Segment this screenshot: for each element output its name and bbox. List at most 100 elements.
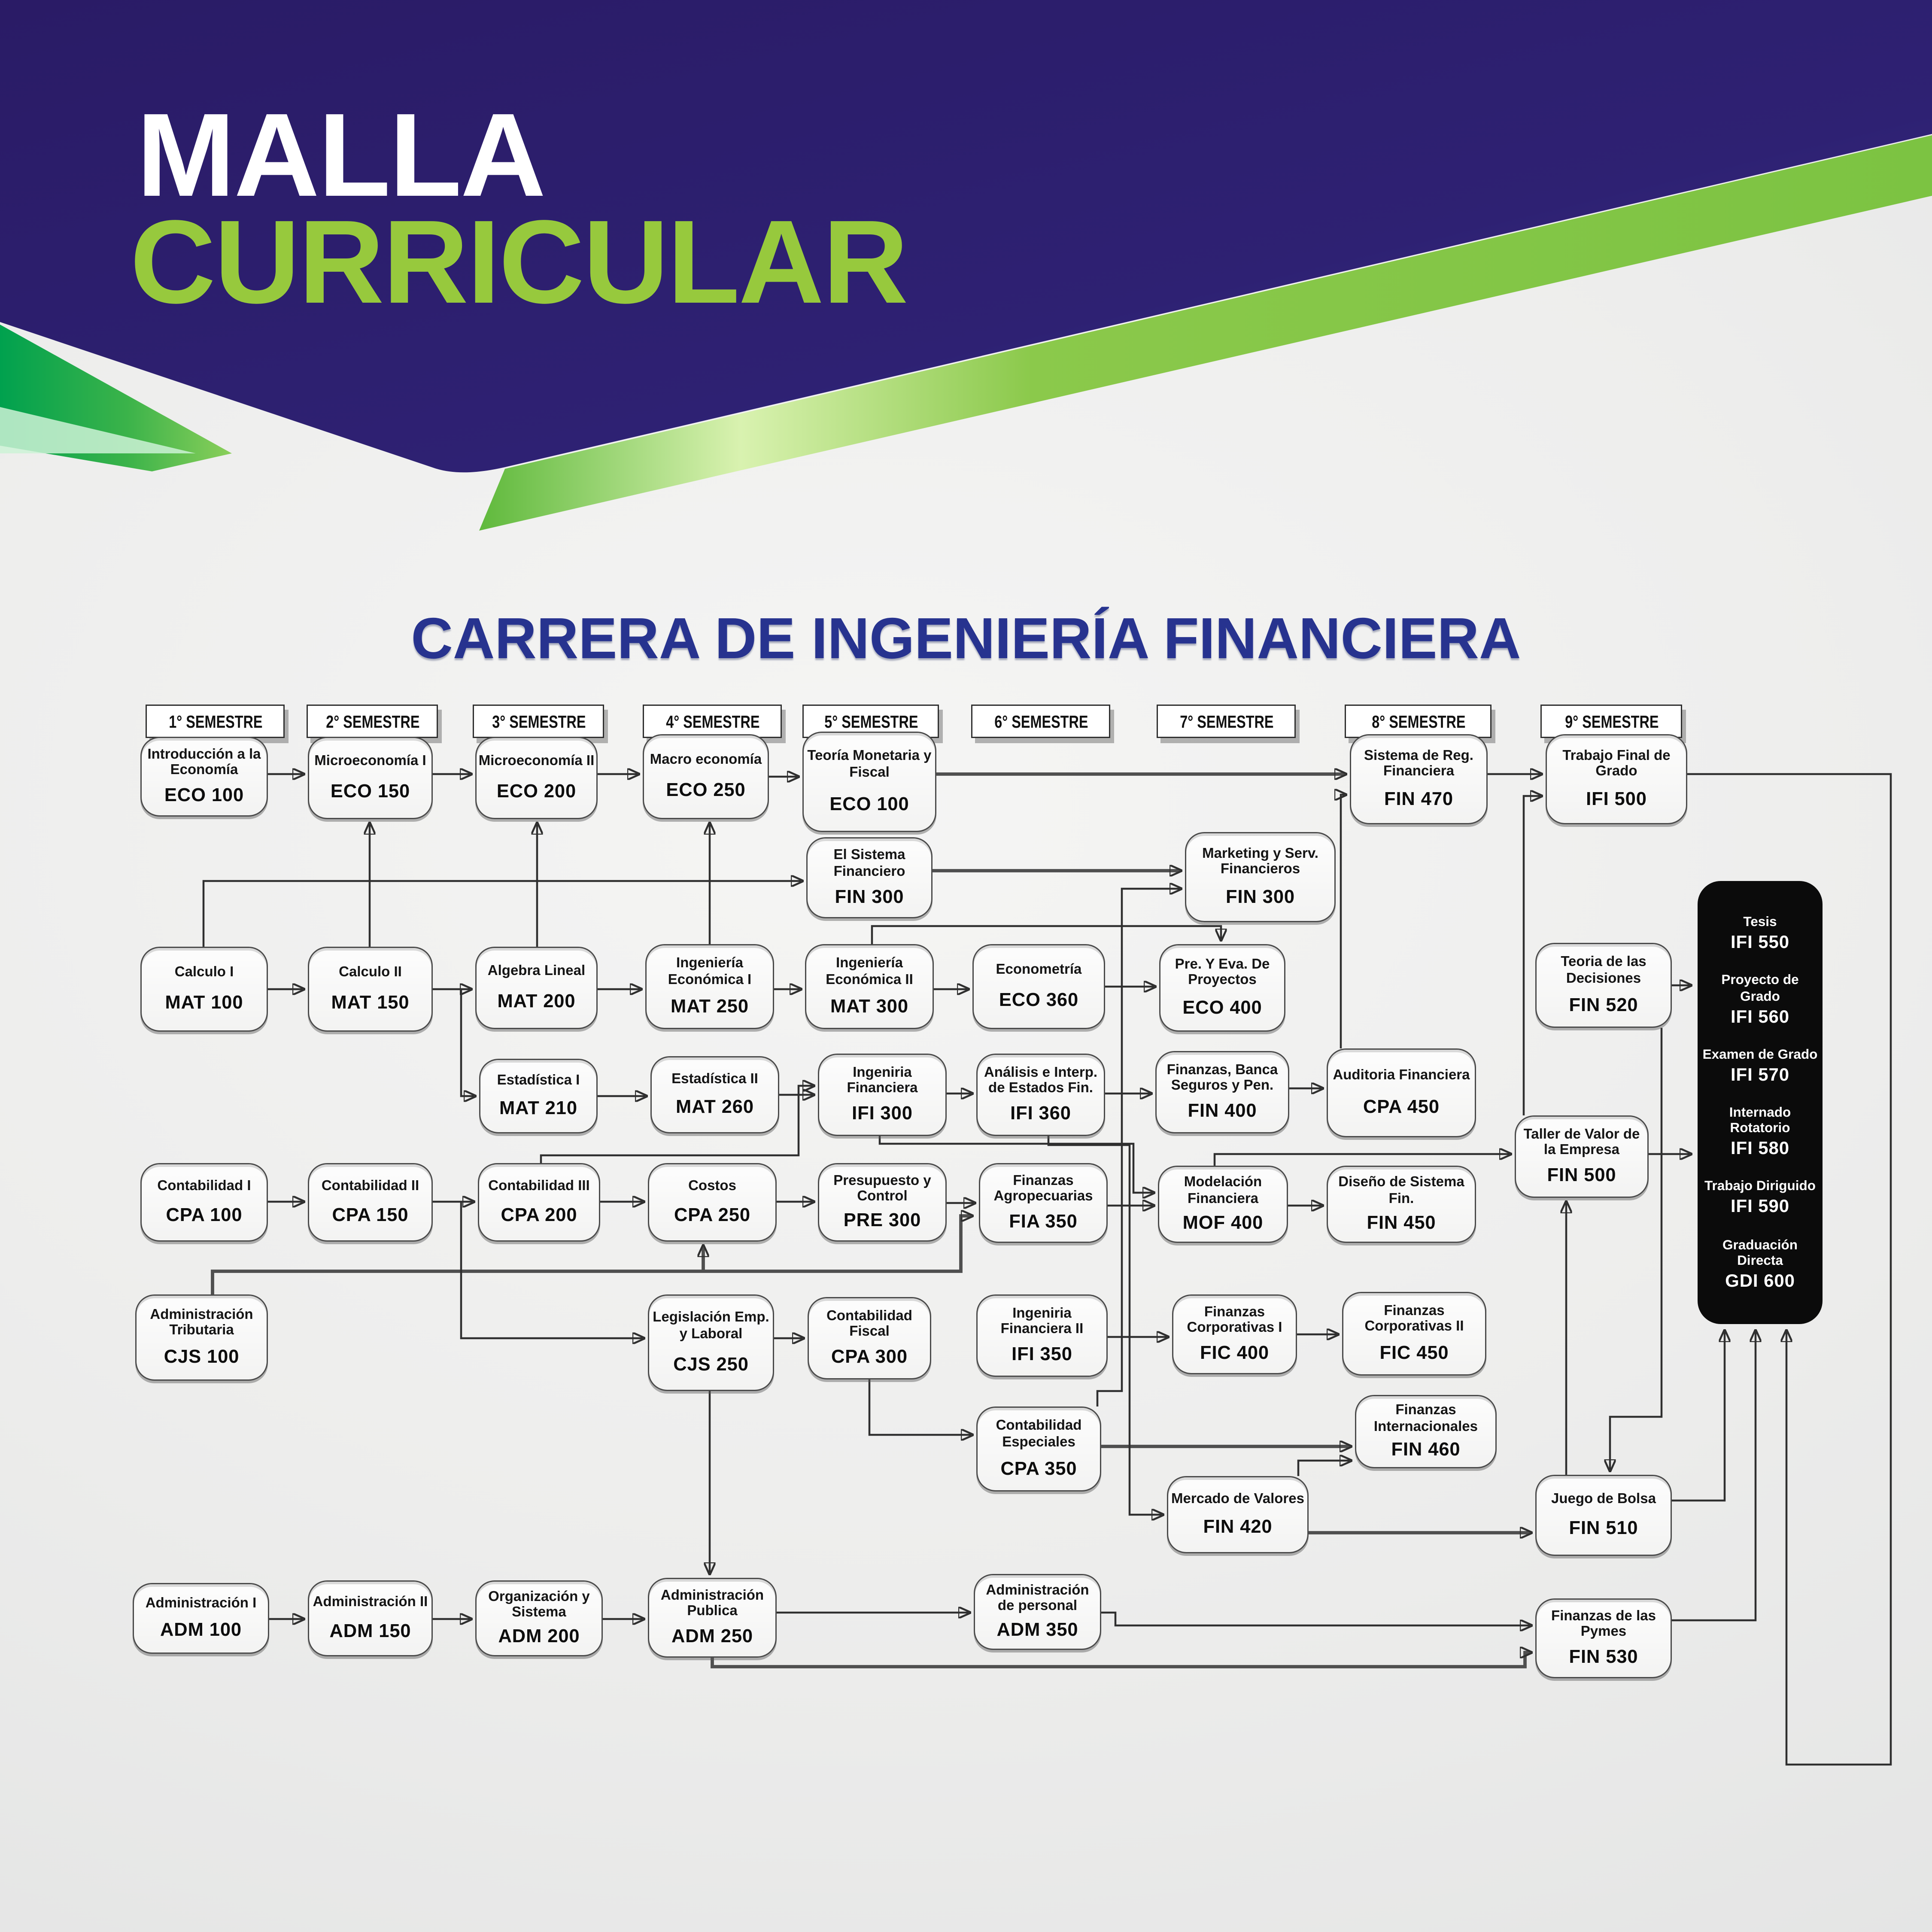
course-code: MAT 260: [676, 1098, 754, 1119]
course-name: Administración de personal: [986, 1583, 1089, 1615]
edge-ifi360-fin420: [1047, 1136, 1162, 1515]
semester-header-label: 2° SEMESTRE: [325, 711, 419, 731]
semester-header-label: 3° SEMESTRE: [491, 711, 586, 731]
course-code: MAT 250: [671, 996, 749, 1017]
course-cpa200: Contabilidad III CPA 200: [478, 1163, 600, 1242]
diagram-title: CARRERA DE INGENIERÍA FINANCIERA: [411, 605, 1521, 671]
course-name: Marketing y Serv. Financieros: [1202, 846, 1318, 878]
grado-entry-code: GDI 600: [1725, 1270, 1795, 1291]
course-name: Sistema de Reg. Financiera: [1364, 748, 1473, 780]
course-code: ECO 200: [496, 782, 577, 803]
course-code: PRE 300: [843, 1211, 921, 1232]
course-name: Finanzas Agropecuarias: [993, 1173, 1093, 1205]
course-name: Teoría Monetaria y Fiscal: [807, 749, 932, 781]
course-mat210: Estadística I MAT 210: [479, 1059, 598, 1133]
course-code: CPA 100: [166, 1206, 243, 1227]
course-code: ADM 200: [498, 1626, 580, 1647]
course-code: FIN 460: [1391, 1439, 1461, 1460]
edge-cpa200-ifi300: [540, 1086, 813, 1163]
course-code: CJS 100: [164, 1347, 240, 1368]
edge-ifi500-grado: [1687, 773, 1892, 1766]
course-code: MAT 200: [497, 992, 576, 1013]
course-code: FIA 350: [1009, 1212, 1078, 1233]
course-code: ECO 100: [164, 785, 244, 806]
course-code: FIN 510: [1569, 1519, 1638, 1540]
course-code: FIN 300: [835, 887, 904, 908]
edge-fin510-grado: [1672, 1332, 1725, 1502]
course-name: Contabilidad Fiscal: [826, 1308, 912, 1340]
course-name: Algebra Lineal: [487, 963, 586, 979]
course-code: CPA 150: [332, 1206, 409, 1227]
course-name: Ingeniria Financiera II: [1000, 1306, 1084, 1337]
course-code: ECO 150: [330, 782, 410, 803]
course-name: Contabilidad III: [488, 1178, 590, 1194]
course-name: Legislación Emp. y Laboral: [653, 1310, 769, 1342]
course-name: Administración Tributaria: [150, 1307, 253, 1339]
semester-header-3: 3° SEMESTRE: [473, 705, 604, 738]
semester-header-label: 7° SEMESTRE: [1179, 711, 1273, 731]
semester-header-label: 6° SEMESTRE: [993, 711, 1088, 731]
course-code: CPA 350: [1000, 1458, 1077, 1479]
course-name: Presupuesto y Control: [833, 1173, 931, 1205]
course-code: CPA 300: [831, 1347, 908, 1368]
course-code: IFI 500: [1586, 790, 1647, 811]
course-mat260: Estadística II MAT 260: [650, 1056, 779, 1133]
course-code: IFI 350: [1012, 1345, 1072, 1366]
course-code: ADM 350: [996, 1620, 1078, 1641]
course-name: Costos: [688, 1178, 736, 1194]
course-cpa100: Contabilidad I CPA 100: [140, 1163, 268, 1242]
course-code: CPA 200: [501, 1206, 577, 1227]
course-code: MAT 300: [830, 996, 908, 1017]
course-name: Estadística II: [671, 1071, 758, 1087]
course-code: FIN 500: [1547, 1166, 1616, 1187]
course-name: Finanzas Corporativas I: [1187, 1305, 1282, 1337]
course-code: MAT 210: [499, 1099, 577, 1120]
course-code: ADM 100: [160, 1620, 242, 1641]
semester-header-8: 8° SEMESTRE: [1345, 705, 1492, 738]
course-name: Teoria de las Decisiones: [1561, 955, 1646, 987]
course-name: Contabilidad I: [157, 1178, 251, 1194]
course-code: FIN 300: [1225, 887, 1295, 908]
header-banner: MALLA CURRICULAR: [0, 0, 1932, 556]
course-ifi350: Ingeniria Financiera II IFI 350: [976, 1294, 1108, 1377]
semester-header-label: 5° SEMESTRE: [823, 711, 918, 731]
course-name: Finanzas Corporativas II: [1364, 1303, 1464, 1335]
course-name: Organización y Sistema: [488, 1589, 590, 1621]
edge-fin530-grado: [1672, 1332, 1756, 1622]
course-code: ECO 100: [829, 794, 909, 815]
course-ifi360: Análisis e Interp. de Estados Fin.IFI 36…: [976, 1054, 1105, 1136]
semester-header-1: 1° SEMESTRE: [146, 705, 285, 738]
grado-entry-name: Tesis: [1743, 914, 1777, 930]
edge-adm350-fin530: [1101, 1611, 1530, 1625]
green-stripe: [479, 135, 1932, 531]
edge-ifi300-mof400: [878, 1136, 1153, 1193]
course-name: Estadística I: [497, 1072, 580, 1088]
course-name: Diseño de Sistema Fin.: [1338, 1175, 1464, 1207]
edge-fin420-fin460: [1297, 1461, 1350, 1476]
green-wedge-shine: [0, 407, 196, 453]
